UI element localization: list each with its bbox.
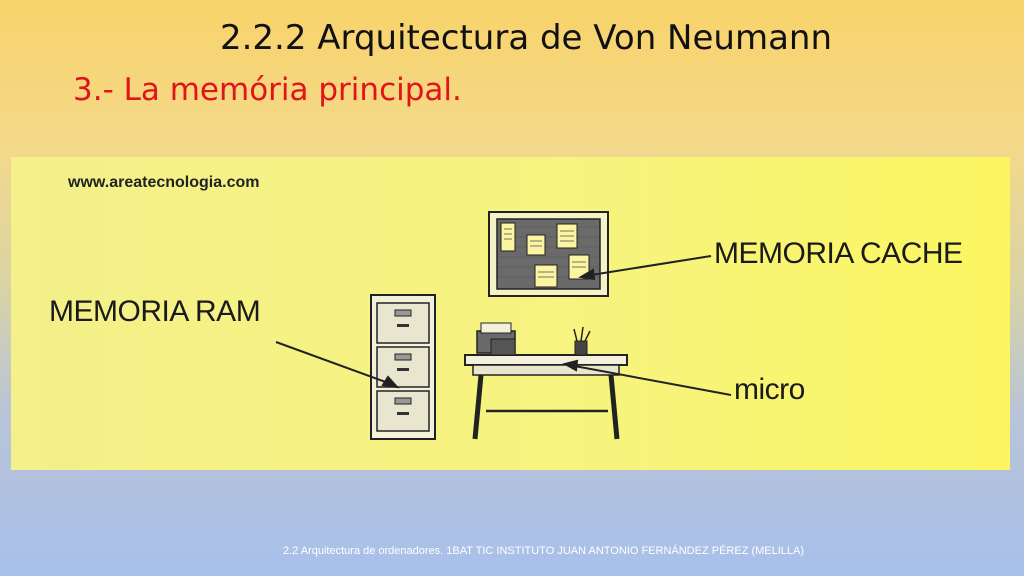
slide-title: 2.2.2 Arquitectura de Von Neumann [219,18,833,58]
memory-analogy-illustration: www.areatecnologia.com MEMORIA RAM MEMOR… [11,157,1010,470]
label-micro: micro [734,373,805,406]
filing-cabinet-icon [370,294,436,440]
desk-icon [464,322,628,440]
slide-footer: 2.2 Arquitectura de ordenadores. 1BAT TI… [283,545,805,557]
watermark-url: www.areatecnologia.com [68,174,260,191]
label-cache: MEMORIA CACHE [714,237,963,270]
cache-arrow [584,255,712,277]
label-ram: MEMORIA RAM [49,295,261,328]
micro-arrow [568,364,732,396]
ram-arrow [275,341,395,386]
slide-subtitle: 3.- La memória principal. [73,72,462,108]
bulletin-board-icon [488,211,609,297]
